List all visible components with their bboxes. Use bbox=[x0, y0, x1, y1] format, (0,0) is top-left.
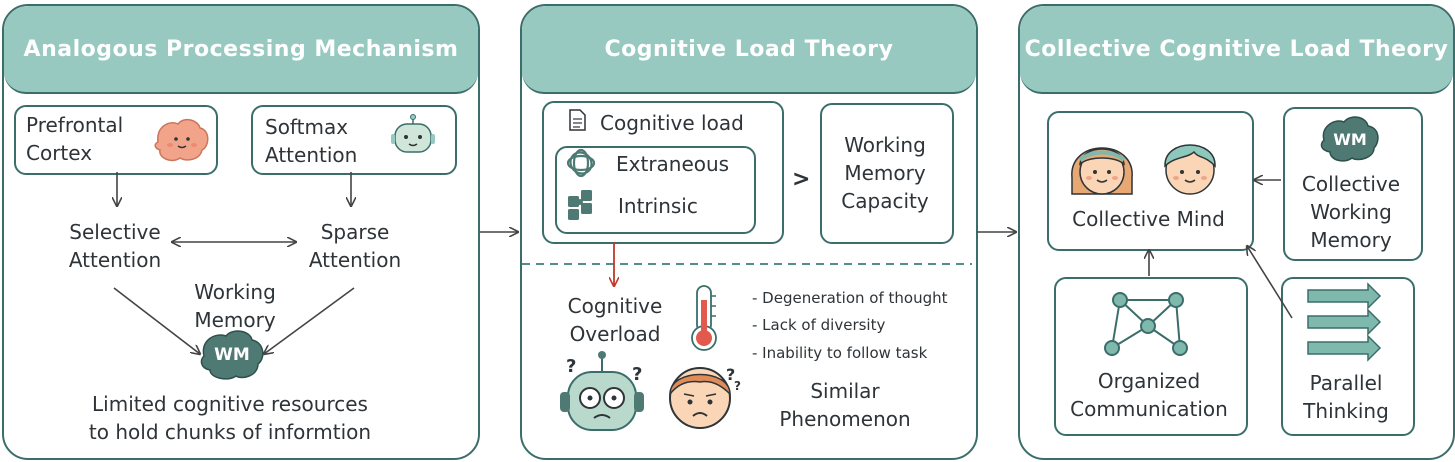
softmax-attention-box bbox=[251, 105, 457, 175]
extraneous-label: Extraneous bbox=[616, 152, 730, 176]
limited-resources-label: Limited cognitive resources to hold chun… bbox=[88, 392, 372, 444]
parallel-thinking-label: Parallel Thinking bbox=[1303, 371, 1389, 423]
cognitive-load-label: Cognitive load bbox=[600, 111, 744, 135]
bullet-inability: - Inability to follow task bbox=[752, 344, 928, 362]
prefrontal-cortex-label: Prefrontal Cortex bbox=[26, 113, 124, 165]
wm-badge-text: WM bbox=[214, 345, 250, 365]
organized-communication-label: Organized Communication bbox=[1070, 369, 1228, 421]
bullet-lack-diversity: - Lack of diversity bbox=[752, 316, 886, 334]
bullet-degeneration: - Degeneration of thought bbox=[752, 289, 948, 307]
collective-mind-label: Collective Mind bbox=[1072, 207, 1225, 231]
panel-title: Collective Cognitive Load Theory bbox=[1020, 6, 1453, 94]
greater-than-sign: > bbox=[792, 167, 811, 192]
cognitive-overload-label: Cognitive Overload bbox=[567, 294, 663, 346]
sparse-attention-label: Sparse Attention bbox=[308, 220, 402, 272]
panel-title: Cognitive Load Theory bbox=[522, 6, 976, 94]
softmax-attention-label: Softmax Attention bbox=[265, 115, 358, 167]
panel-title: Analogous Processing Mechanism bbox=[4, 6, 478, 94]
intrinsic-label: Intrinsic bbox=[618, 194, 698, 218]
working-memory-label: Working Memory bbox=[194, 280, 276, 332]
selective-attention-label: Selective Attention bbox=[68, 220, 162, 272]
wm-badge-text-collective: WM bbox=[1333, 130, 1367, 149]
similar-phenomenon-label: Similar Phenomenon bbox=[779, 379, 911, 431]
collective-wm-label: Collective Working Memory bbox=[1301, 172, 1401, 252]
panel-analogous-processing: Analogous Processing Mechanism bbox=[2, 4, 480, 460]
wm-capacity-label: Working Memory Capacity bbox=[841, 133, 929, 213]
wm-capacity-box bbox=[820, 103, 954, 244]
